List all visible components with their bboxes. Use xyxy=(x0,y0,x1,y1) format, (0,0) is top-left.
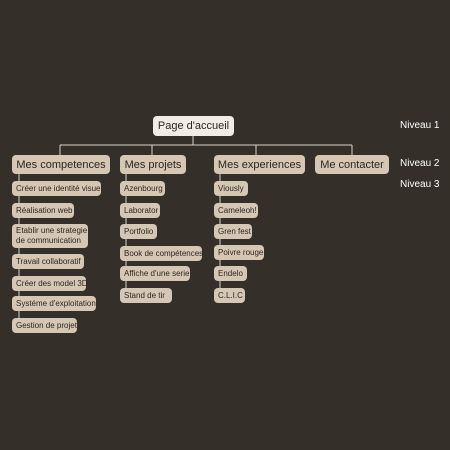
node-etablir-strategie[interactable]: Etablir une strategie de communication xyxy=(12,224,88,248)
node-viously[interactable]: Viously xyxy=(214,181,248,196)
node-mes-experiences[interactable]: Mes experiences xyxy=(214,155,305,174)
node-mes-projets[interactable]: Mes projets xyxy=(120,155,186,174)
node-creer-model-3d[interactable]: Créer des model 3D xyxy=(12,276,88,291)
level-label-3: Niveau 3 xyxy=(400,179,440,190)
node-clic[interactable]: C.L.I.C xyxy=(214,288,245,303)
node-azenbourg[interactable]: Azenbourg xyxy=(120,181,165,196)
node-travail-collaboratif[interactable]: Travail collaboratif xyxy=(12,254,84,269)
node-cameleoh[interactable]: Cameleoh! xyxy=(214,203,258,218)
node-endelo[interactable]: Endelo xyxy=(214,266,247,281)
node-portfolio[interactable]: Portfolio xyxy=(120,224,157,239)
node-mes-competences[interactable]: Mes competences xyxy=(12,155,110,174)
level-label-1: Niveau 1 xyxy=(400,120,440,131)
node-stand-tir[interactable]: Stand de tir xyxy=(120,288,172,303)
node-gren-fest[interactable]: Gren fest xyxy=(214,224,252,239)
node-realisation-web[interactable]: Réalisation web xyxy=(12,203,74,218)
node-affiche-serie[interactable]: Affiche d'une serie xyxy=(120,266,190,281)
node-page-accueil[interactable]: Page d'accueil xyxy=(153,116,234,136)
node-laborator[interactable]: Laborator xyxy=(120,203,160,218)
node-creer-identite-visuel[interactable]: Créer une identité visuel xyxy=(12,181,102,196)
node-systeme-exploitation[interactable]: Systéme d'exploitation xyxy=(12,296,96,311)
node-gestion-projet[interactable]: Gestion de projet xyxy=(12,318,77,333)
level-label-2: Niveau 2 xyxy=(400,158,440,169)
node-me-contacter[interactable]: Me contacter xyxy=(315,155,389,174)
node-poivre-rouge[interactable]: Poivre rouge xyxy=(214,245,264,260)
node-book-competences[interactable]: Book de compétences xyxy=(120,246,203,261)
